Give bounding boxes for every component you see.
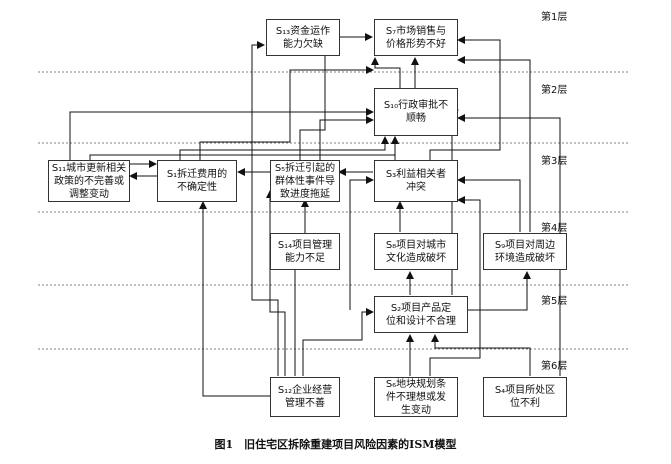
node-s2: S₂项目产品定 位和设计不合理: [374, 296, 468, 333]
node-s3: S₃利益相关者 冲突: [374, 160, 458, 202]
level-label-4: 第4层: [541, 223, 568, 234]
node-s1: S₁拆迁费用的 不确定性: [157, 160, 237, 202]
arrows: [69, 33, 561, 397]
level-label-5: 第5层: [541, 296, 568, 307]
node-s10: S₁₀行政审批不 顺畅: [374, 88, 458, 136]
level-label-3: 第3层: [541, 156, 568, 167]
node-s13: S₁₃资金运作 能力欠缺: [266, 19, 340, 56]
level-divider-lines: [38, 71, 630, 350]
node-s7: S₇市场销售与 价格形势不好: [374, 19, 458, 56]
node-s12: S₁₂企业经营 管理不善: [270, 377, 340, 417]
node-s8: S₈项目对城市 文化造成破坏: [374, 233, 458, 270]
node-s14: S₁₄项目管理 能力不足: [270, 233, 340, 270]
node-s11: S₁₁城市更新相关 政策的不完善或 调整变动: [48, 160, 130, 202]
level-label-1: 第1层: [541, 12, 568, 23]
level-label-2: 第2层: [541, 85, 568, 96]
node-s4: S₄项目所处区 位不利: [483, 377, 567, 417]
node-s6: S₆地块规划条 件不理想或发 生变动: [374, 377, 458, 417]
node-s5: S₅拆迁引起的 群体性事件导 致进度拖延: [270, 160, 340, 202]
level-label-6: 第6层: [541, 361, 568, 372]
node-s9: S₉项目对周边 环境造成破坏: [483, 233, 567, 270]
figure-caption: 图1 旧住宅区拆除重建项目风险因素的ISM模型: [214, 438, 457, 451]
